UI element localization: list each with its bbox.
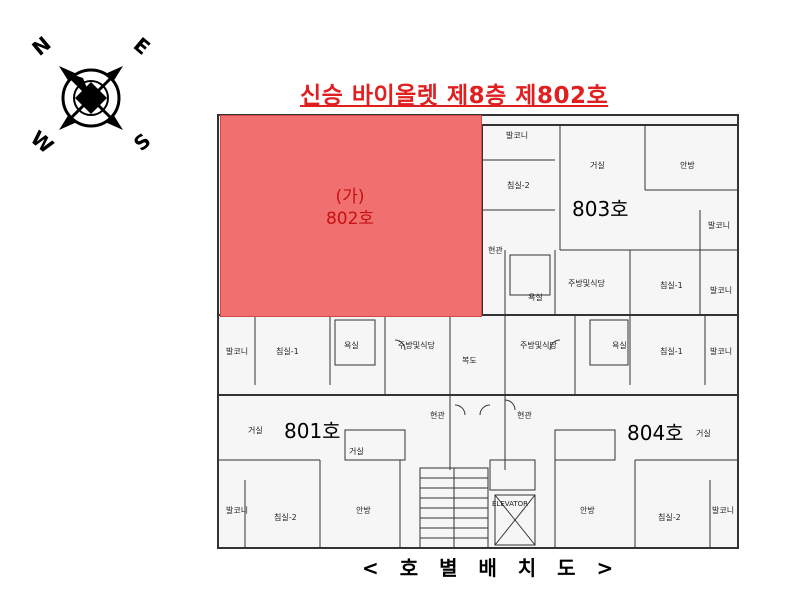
room-label: 안방	[580, 506, 595, 515]
room-label: 침실-2	[507, 181, 530, 190]
plan-caption: < 호 별 배 치 도 >	[362, 556, 621, 580]
room-label: 현관	[517, 411, 532, 420]
room-label: 거실	[349, 447, 364, 456]
compass-icon	[59, 66, 123, 130]
room-label: 주방및식당	[398, 341, 435, 350]
room-label: 발코니	[226, 347, 249, 356]
room-label: 거실	[590, 161, 605, 170]
room-label: 침실-1	[660, 347, 683, 356]
compass-rose: N E W S	[25, 30, 175, 170]
room-label: 복도	[462, 356, 477, 365]
room-label: 발코니	[712, 506, 735, 515]
unit-802-label: (가) 802호	[310, 186, 390, 230]
room-label: 욕실	[612, 341, 627, 350]
room-label: 현관	[488, 246, 503, 255]
unit-804-label: 804호	[627, 421, 684, 445]
room-label: 침실-2	[274, 513, 297, 522]
room-label: 침실-1	[660, 281, 683, 290]
room-label: 거실	[696, 429, 711, 438]
room-label: 발코니	[710, 347, 733, 356]
room-label: ELEVATOR	[492, 500, 528, 508]
room-label: 주방및식당	[568, 279, 605, 288]
unit-802-highlight	[220, 115, 482, 317]
room-label: 주방및식당	[520, 341, 557, 350]
room-label: 발코니	[226, 506, 249, 515]
room-label: 거실	[248, 426, 263, 435]
room-label: 욕실	[344, 341, 359, 350]
room-label: 침실-2	[658, 513, 681, 522]
unit-802-number: 802호	[325, 209, 375, 229]
unit-803-label: 803호	[572, 197, 629, 221]
unit-801-label: 801호	[284, 419, 341, 443]
room-label: 욕실	[528, 293, 543, 302]
room-label: 안방	[680, 161, 695, 170]
room-label: 발코니	[710, 286, 733, 295]
room-label: 발코니	[506, 131, 529, 140]
room-label: 현관	[430, 411, 445, 420]
unit-802-tag: (가)	[335, 187, 365, 207]
page-title: 신승 바이올렛 제8층 제802호	[300, 83, 609, 109]
room-label: 침실-1	[276, 347, 299, 356]
room-label: 발코니	[708, 221, 731, 230]
room-label: 안방	[356, 506, 371, 515]
